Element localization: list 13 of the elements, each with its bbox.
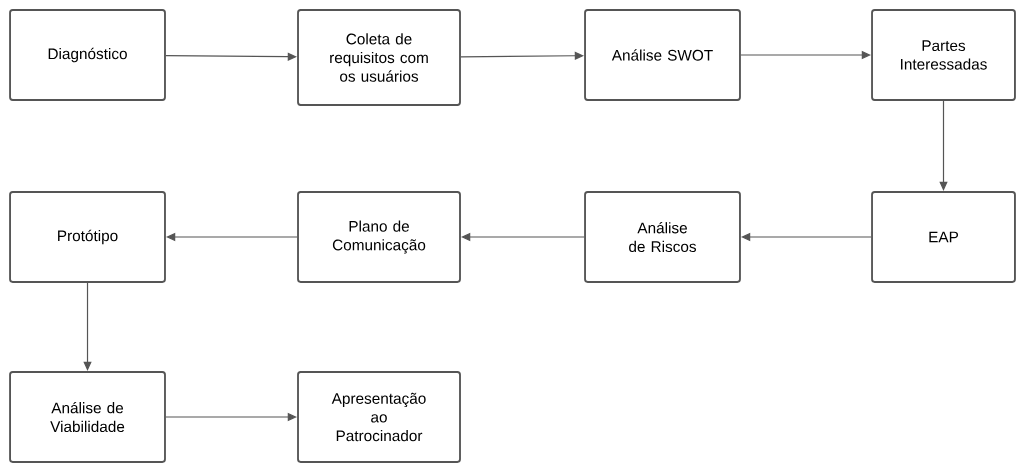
process-box: Análise de Riscos [584, 191, 741, 283]
process-box: Apresentação ao Patrocinador [297, 371, 461, 463]
process-box: Plano de Comunicação [297, 191, 461, 283]
process-box: Diagnóstico [9, 9, 166, 101]
arrow [83, 282, 92, 371]
arrow [939, 100, 948, 191]
process-box: Análise SWOT [584, 9, 741, 101]
process-box: Coleta de requisitos com os usuários [297, 9, 461, 106]
arrow [165, 52, 297, 61]
process-box: Partes Interessadas [871, 9, 1016, 101]
process-box: Protótipo [9, 191, 166, 283]
process-box: Análise de Viabilidade [9, 371, 166, 463]
process-box: EAP [871, 191, 1016, 283]
